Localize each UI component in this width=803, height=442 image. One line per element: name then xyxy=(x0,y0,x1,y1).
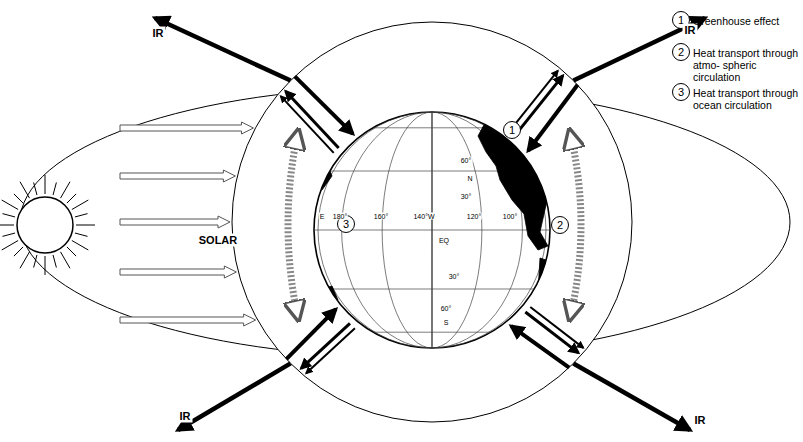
heat-transport-arrow xyxy=(288,132,298,318)
callout-number: 1 xyxy=(509,125,515,136)
globe-coordinate: E xyxy=(319,213,326,220)
globe-coordinate: 100° xyxy=(502,213,518,220)
globe-coordinate: 30° xyxy=(448,273,461,280)
callout-circle: 3 xyxy=(672,83,690,101)
solar-label: SOLAR xyxy=(197,234,240,247)
callout-number: 3 xyxy=(343,219,349,230)
legend-text: Heat transport through atmo- spheric cir… xyxy=(693,47,803,83)
globe-coordinate: 60° xyxy=(440,305,453,312)
solar-arrows xyxy=(120,122,256,326)
callout-circle: 2 xyxy=(551,216,569,234)
legend-text: Greenhouse effect xyxy=(693,15,803,27)
legend-text: Heat transport through ocean circulation xyxy=(693,87,803,111)
callout-number: 3 xyxy=(678,87,684,98)
callout-circle: 1 xyxy=(503,121,521,139)
globe-coordinate: N xyxy=(466,175,473,182)
callout-number: 2 xyxy=(678,47,684,58)
radiation-label: IR xyxy=(178,410,193,423)
globe-coordinate: 120° xyxy=(466,213,482,220)
heat-transport-arrow xyxy=(570,132,581,318)
globe-coordinate: 140°W xyxy=(412,213,435,220)
globe-coordinate: 60° xyxy=(460,157,473,164)
globe-coordinate: 30° xyxy=(460,193,473,200)
globe-coordinate: 160° xyxy=(373,213,389,220)
globe-coordinate: S xyxy=(443,319,450,326)
callout-circle: 2 xyxy=(672,43,690,61)
globe-coordinate: EQ xyxy=(438,237,450,244)
callout-number: 2 xyxy=(557,220,563,231)
globe-coordinate: 180° xyxy=(332,213,348,220)
sun xyxy=(0,175,95,275)
radiation-label: IR xyxy=(151,27,166,40)
radiation-label: IR xyxy=(693,414,708,427)
globe xyxy=(300,110,560,350)
